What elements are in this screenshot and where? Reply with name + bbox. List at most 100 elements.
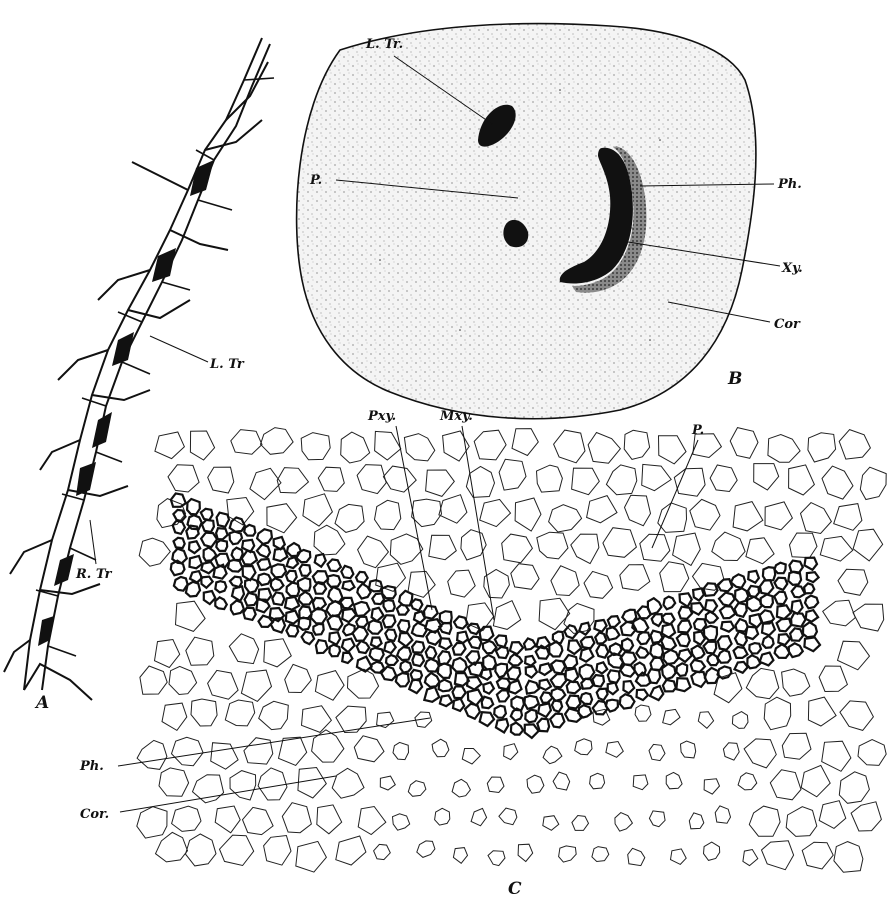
xylem-cell <box>286 625 298 637</box>
parenchyma-cell-network <box>137 428 886 873</box>
xylem-cell <box>342 639 355 653</box>
xylem-cell <box>483 641 497 653</box>
parenchyma-cell <box>673 533 701 565</box>
xylem-cell <box>342 609 356 622</box>
parenchyma-cell <box>137 740 167 769</box>
xylem-cell <box>593 701 608 715</box>
xylem-cell <box>369 580 382 591</box>
parenchyma-cell <box>743 850 758 866</box>
parenchyma-cell <box>834 842 863 873</box>
parenchyma-cell <box>642 464 672 490</box>
parenchyma-cell <box>559 846 577 862</box>
xylem-cell <box>190 556 202 568</box>
xylem-cell <box>804 637 820 651</box>
parenchyma-cell <box>502 534 533 563</box>
xylem-cell <box>425 659 439 672</box>
parenchyma-cell <box>318 467 344 491</box>
parenchyma-cell <box>838 641 870 670</box>
parenchyma-cell <box>839 430 870 460</box>
xylem-cell <box>368 620 382 633</box>
parenchyma-cell <box>840 701 874 731</box>
parenchyma-cell <box>466 466 494 497</box>
xylem-cell <box>383 615 396 627</box>
xylem-cell <box>564 655 578 668</box>
parenchyma-cell <box>715 806 730 823</box>
label-xylem: Xy. <box>781 261 803 276</box>
parenchyma-cell <box>620 565 650 591</box>
xylem-cell <box>271 578 284 590</box>
parenchyma-cell <box>156 832 188 862</box>
xylem-cell <box>664 597 676 610</box>
xylem-cell <box>525 656 535 666</box>
xylem-cell <box>245 593 258 606</box>
xylem-cell <box>343 581 355 591</box>
parenchyma-cell <box>754 464 779 490</box>
parenchyma-cell <box>499 808 517 825</box>
xylem-cell <box>693 588 704 600</box>
parenchyma-cell <box>261 428 294 455</box>
xylem-cell <box>778 634 790 645</box>
parenchyma-cell <box>215 806 240 833</box>
xylem-cell <box>371 638 382 648</box>
xylem-cell <box>777 605 791 619</box>
xylem-cell <box>595 633 606 644</box>
xylem-cell <box>692 646 705 659</box>
xylem-cell <box>189 541 200 553</box>
parenchyma-cell <box>858 740 886 766</box>
xylem-cell <box>439 623 451 634</box>
xylem-cell <box>805 596 818 609</box>
xylem-cell <box>257 529 272 544</box>
parenchyma-cell <box>211 743 238 770</box>
xylem-cell <box>329 632 340 645</box>
xylem-cell <box>328 587 342 602</box>
xylem-cell <box>453 686 466 698</box>
xylem-cell <box>285 597 299 610</box>
parenchyma-cell <box>453 848 467 864</box>
parenchyma-cell <box>258 768 287 800</box>
parenchyma-cell <box>282 803 311 833</box>
parenchyma-cell <box>624 430 649 459</box>
parenchyma-cell <box>537 532 568 559</box>
xylem-cell <box>356 617 368 627</box>
xylem-cell <box>662 614 674 625</box>
panel-b-cross-section: L. Tr. P. Ph. Xy. Cor B <box>297 24 803 419</box>
xylem-cell <box>524 638 536 649</box>
parenchyma-cell <box>162 703 187 730</box>
xylem-cell <box>316 640 328 653</box>
parenchyma-cell <box>488 851 505 866</box>
xylem-cell <box>243 608 255 620</box>
parenchyma-cell <box>312 730 344 762</box>
parenchyma-cell <box>229 634 258 664</box>
xylem-cell <box>496 647 508 658</box>
xylem-cell <box>719 593 735 606</box>
parenchyma-cell <box>732 712 748 729</box>
xylem-cell <box>735 603 747 617</box>
parenchyma-cell <box>802 842 833 869</box>
xylem-cell <box>593 675 605 687</box>
xylem-cell <box>244 525 255 536</box>
xylem-cell <box>596 645 608 658</box>
parenchyma-cell <box>782 733 811 759</box>
xylem-cell <box>453 699 464 711</box>
xylem-cell <box>803 622 817 637</box>
parenchyma-cell <box>744 739 776 768</box>
xylem-cell <box>465 704 480 719</box>
xylem-cell <box>272 592 284 605</box>
xylem-cell <box>370 648 384 661</box>
parenchyma-cell <box>527 775 544 793</box>
parenchyma-cell <box>674 468 705 496</box>
xylem-cell <box>243 566 256 580</box>
xylem-cell <box>439 638 451 649</box>
parenchyma-cell <box>335 504 364 532</box>
parenchyma-cell <box>471 808 487 825</box>
parenchyma-cell <box>191 699 217 726</box>
parenchyma-cell <box>768 435 800 463</box>
xylem-cell <box>762 636 773 648</box>
label-phloem-c: Ph. <box>79 759 104 774</box>
xylem-cell <box>385 629 396 641</box>
xylem-cell <box>636 647 648 658</box>
parenchyma-cell <box>301 433 330 460</box>
xylem-cell <box>678 649 691 662</box>
xylem-cell <box>215 581 226 592</box>
parenchyma-cell <box>375 431 401 460</box>
